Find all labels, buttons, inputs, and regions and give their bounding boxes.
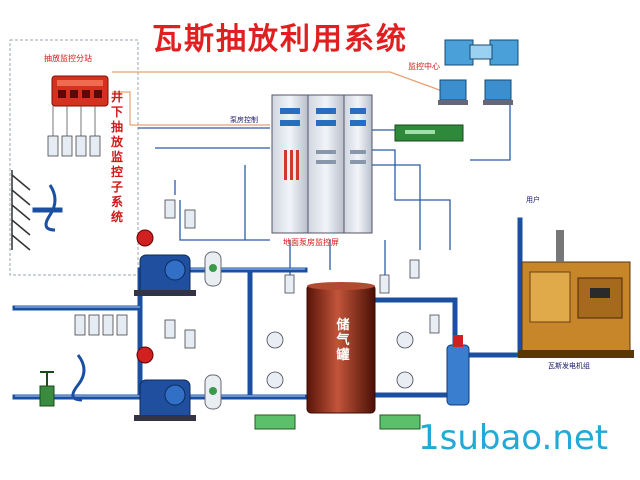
water-seal [446,335,470,406]
inlet-valve [39,371,55,407]
network-switch [394,124,464,142]
monitor-center-label: 监控中心 [408,62,440,71]
pump-instruments [164,199,196,349]
gas-pipes [12,207,523,400]
tank-valves [266,259,440,389]
underground-region [9,39,139,276]
pump-monitor-screen-label: 地面泵房监控屏 [283,238,339,247]
tank-green-modules [254,414,421,430]
signal-lines [112,71,446,126]
pump-motor-lower [136,346,154,364]
gas-tank-label: 储气罐 [336,318,350,363]
substation-label: 抽放监控分站 [44,54,92,63]
separator-lower [204,374,222,410]
underground-pipe-loop [44,184,86,402]
control-wires [138,100,511,285]
user-label: 用户 [526,196,540,204]
underground-sensors [47,135,128,336]
watermark: 1subao.net [418,418,609,458]
monitor-center-computers [438,39,519,105]
monitoring-substation [51,75,109,107]
pump-motor-upper [136,229,154,247]
underground-subsystem-label: 井下抽放监控子系统 [111,90,124,224]
generator-label: 瓦斯发电机组 [548,362,590,370]
vacuum-pump-upper [134,254,196,296]
pump-control-label: 泵房控制 [230,116,258,124]
mine-face [11,170,31,251]
diagram-title: 瓦斯抽放利用系统 [152,22,408,57]
vacuum-pump-lower [134,379,196,421]
gas-generator-set [518,230,634,358]
separator-upper [204,251,222,287]
pump-room-monitor-cabinets [271,94,373,234]
